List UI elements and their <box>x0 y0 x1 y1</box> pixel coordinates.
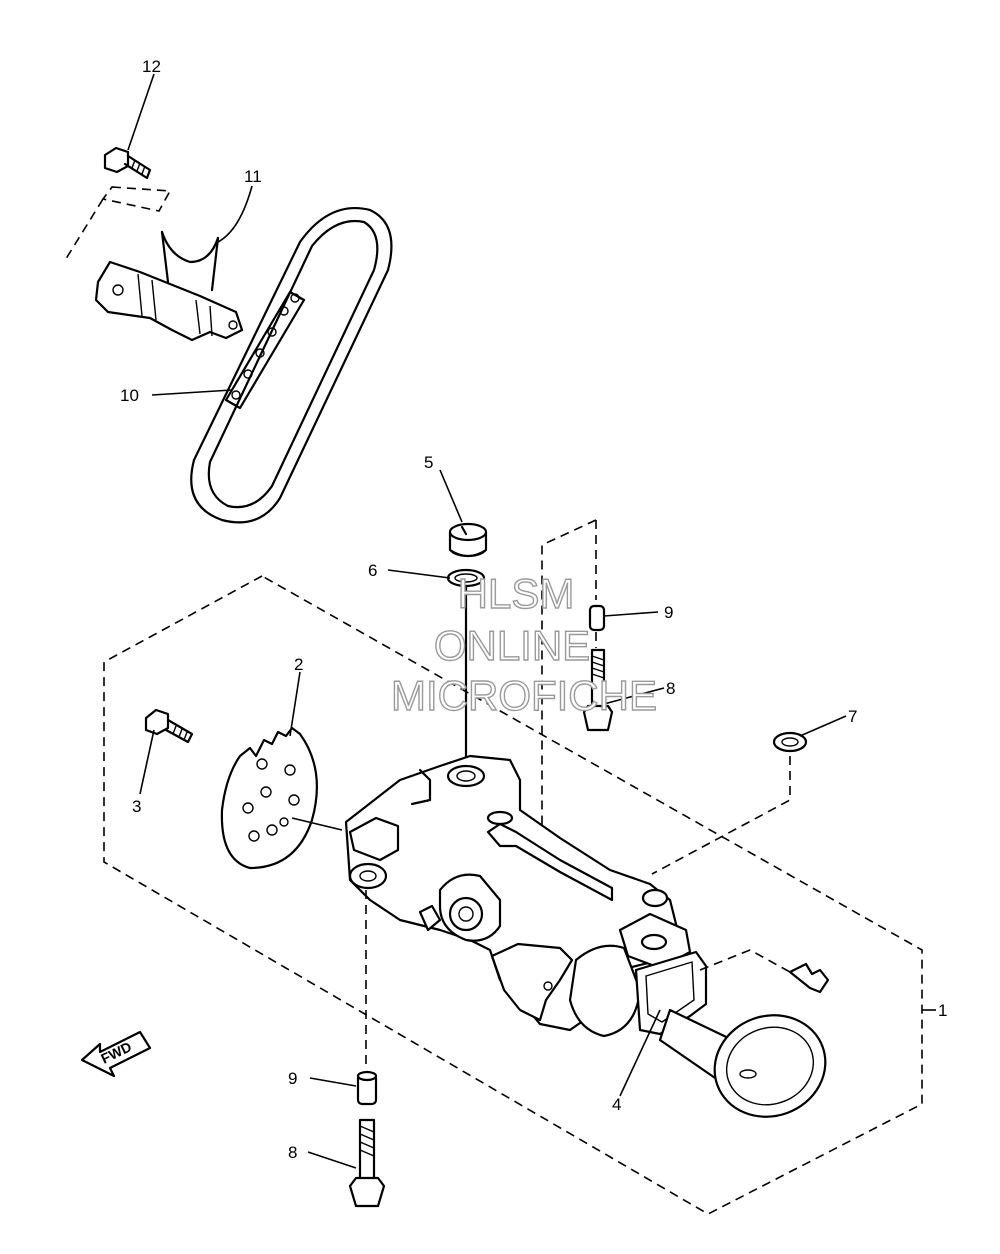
fwd-arrow-icon: FWD <box>80 1030 152 1078</box>
bolt-8-upper <box>582 648 614 732</box>
callout-11: 11 <box>244 167 262 186</box>
chain-guide-11 <box>94 230 244 342</box>
callout-7: 7 <box>848 707 857 726</box>
assembly-outline <box>103 575 923 1215</box>
callout-8-lower: 8 <box>288 1143 297 1162</box>
dowel-pin-9-lower <box>356 1070 378 1106</box>
callout-2: 2 <box>294 655 303 674</box>
washer-7 <box>772 731 808 753</box>
callout-5: 5 <box>424 453 433 472</box>
timing-chain-10 <box>190 206 393 524</box>
callout-6: 6 <box>368 561 377 580</box>
callout-1: 1 <box>938 1001 947 1020</box>
bolt-8-lower <box>348 1118 386 1208</box>
collar-5 <box>448 522 488 558</box>
dowel-pin-9-upper <box>588 604 606 632</box>
watermark-line-3: MICROFICHE <box>391 672 657 719</box>
callout-12: 12 <box>142 57 161 76</box>
screw-near-strainer <box>788 962 830 994</box>
callout-9-lower: 9 <box>288 1069 297 1088</box>
sprocket-2 <box>220 726 318 870</box>
bolt-3 <box>144 708 194 744</box>
callout-8-upper: 8 <box>666 679 675 698</box>
watermark: HLSM ONLINE MICROFICHE <box>390 569 657 719</box>
watermark-line-1: HLSM <box>458 570 575 617</box>
callout-3: 3 <box>132 797 141 816</box>
bolt-12 <box>103 146 152 180</box>
callout-4: 4 <box>612 1095 621 1114</box>
oil-strainer-4 <box>568 944 827 1118</box>
callout-9-upper: 9 <box>664 603 673 622</box>
callout-10: 10 <box>120 386 139 405</box>
watermark-line-2: ONLINE <box>434 622 590 669</box>
